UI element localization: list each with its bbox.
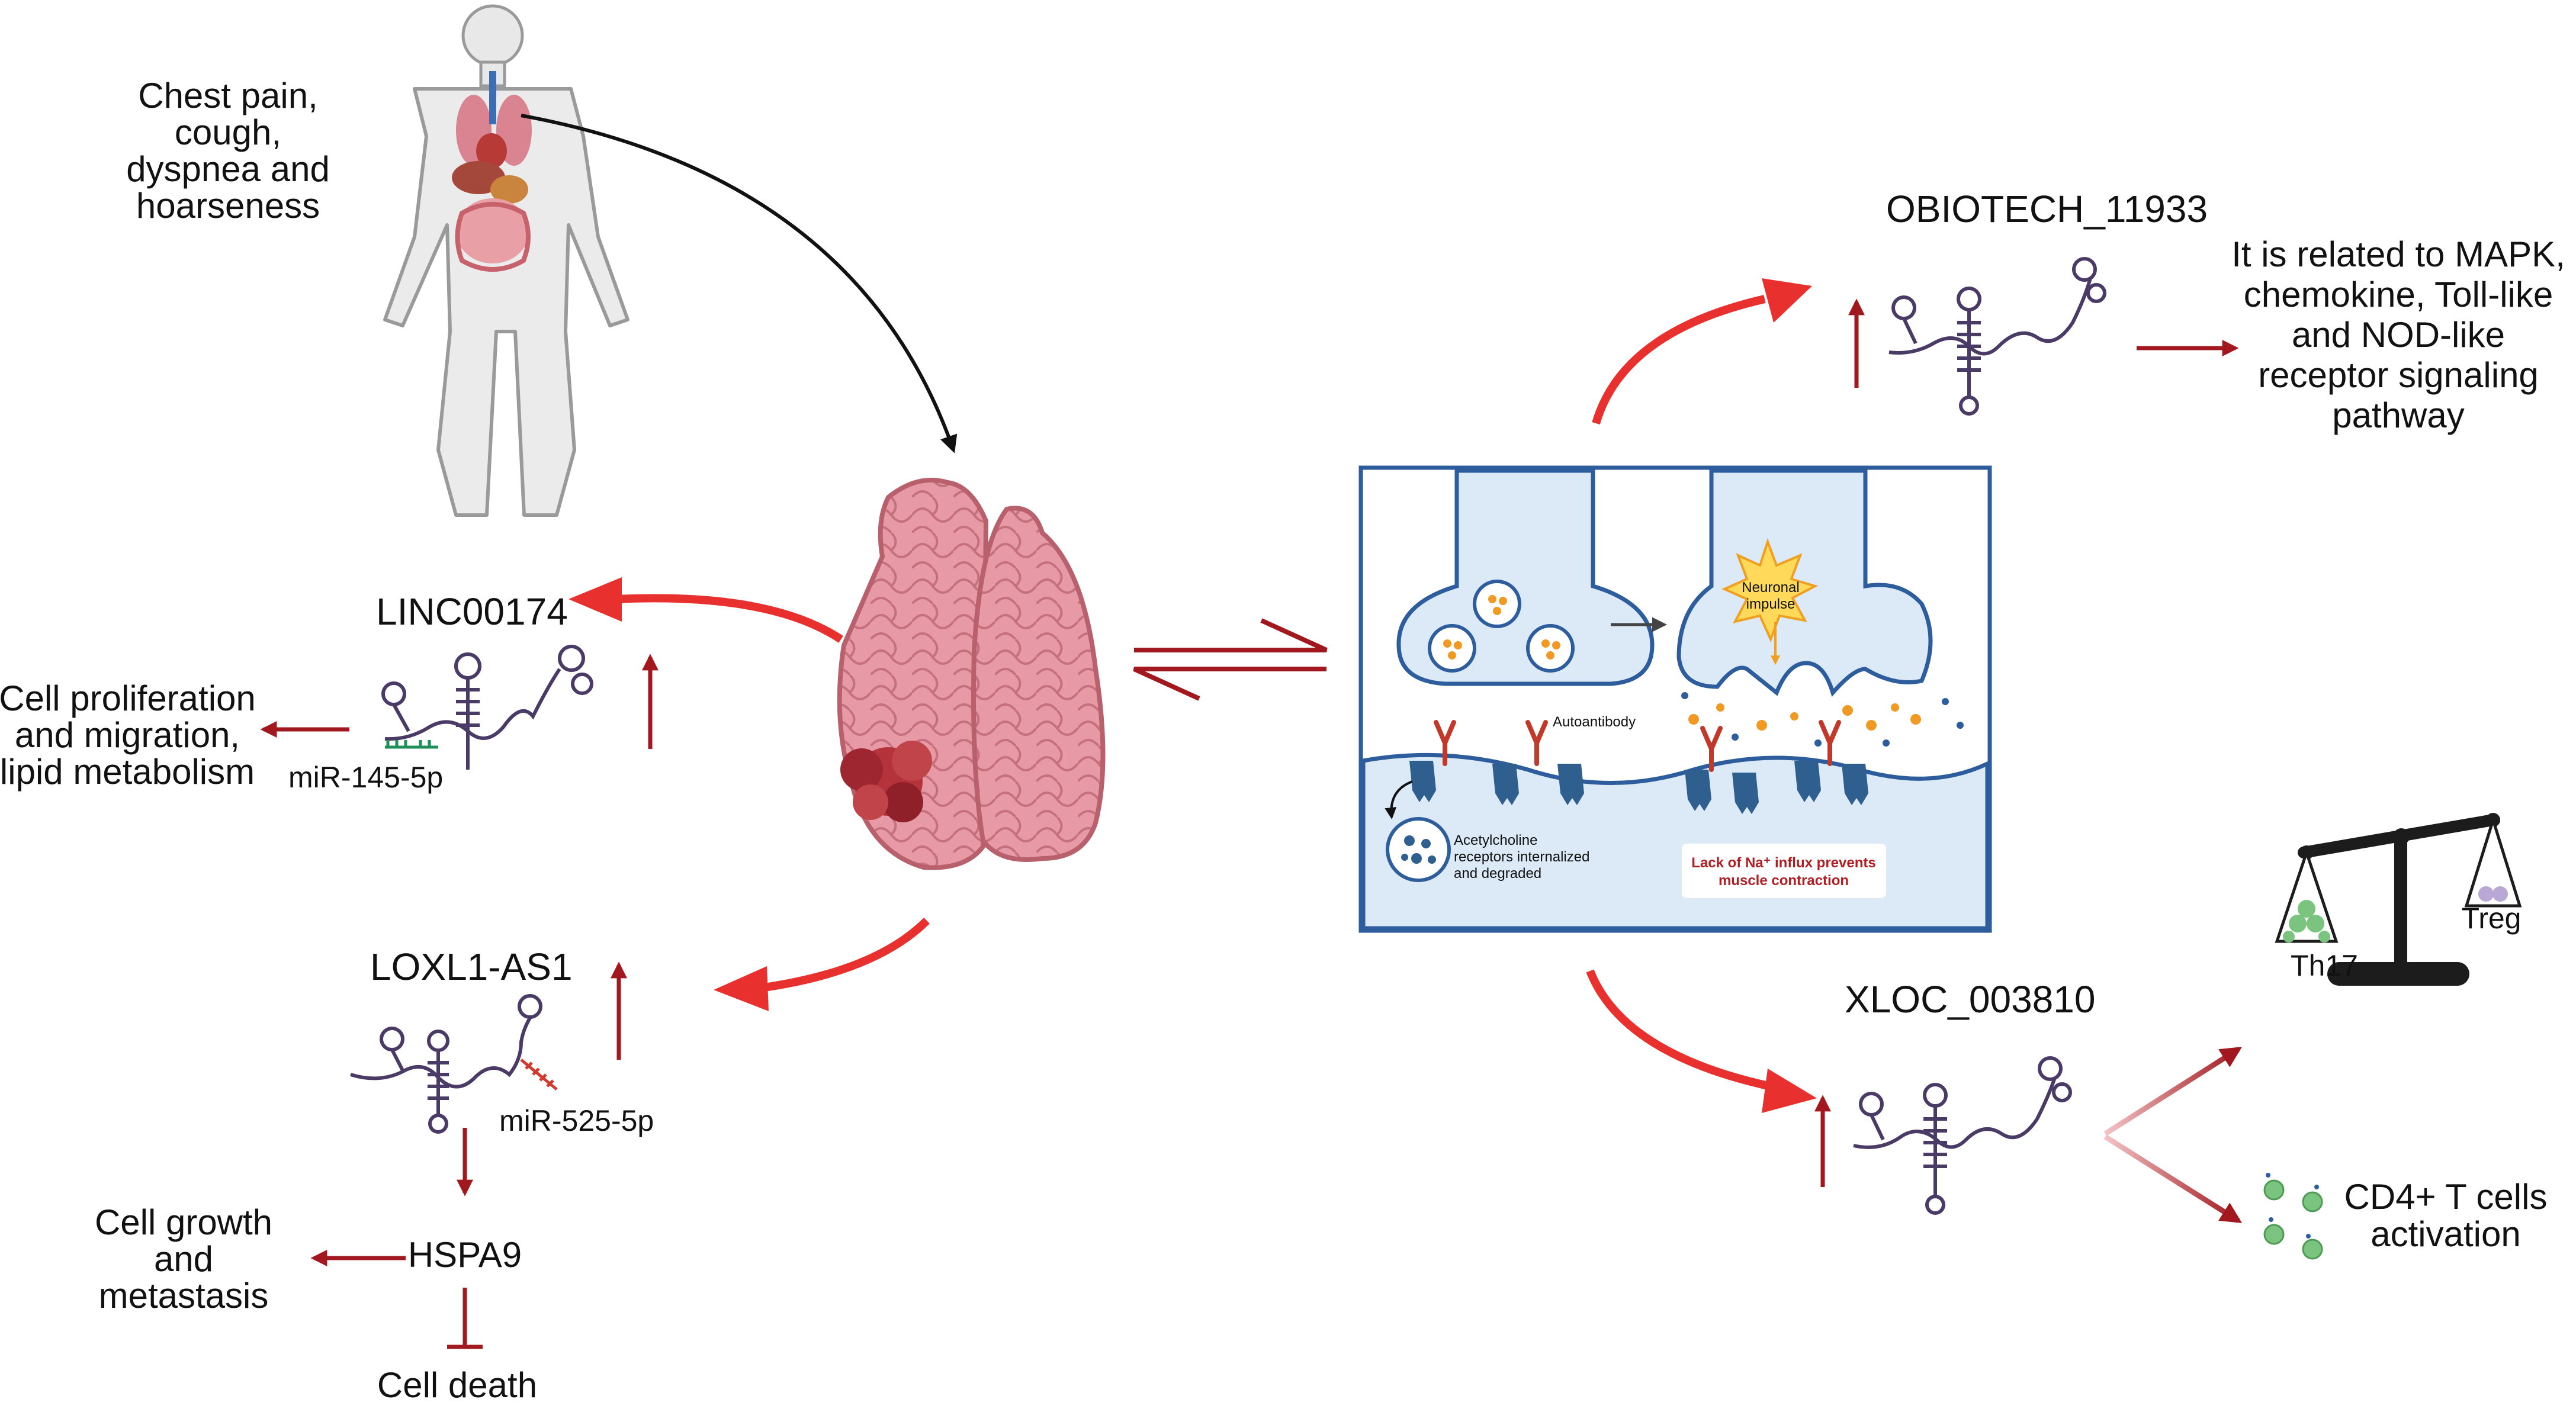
- outcome-line: Cell growth: [95, 1202, 272, 1242]
- acetylcholine-particles: [1681, 692, 1964, 747]
- lncrna-obiotech-icon: [1888, 257, 2106, 416]
- linc00174-arrowhead: [568, 577, 622, 622]
- na-line: Lack of Na⁺ influx prevents: [1691, 855, 1875, 871]
- thymus-illustration: [837, 477, 1106, 870]
- symptoms-text: Chest pain, cough, dyspnea and hoarsenes…: [126, 76, 330, 226]
- lncrna-linc00174-icon: [381, 645, 593, 770]
- th17-label: Th17: [2291, 949, 2358, 982]
- outcome-line: metastasis: [99, 1276, 269, 1315]
- outcome-line: and migration,: [15, 715, 240, 755]
- autoantibody-label: Autoantibody: [1553, 714, 1636, 730]
- symptom-line: dyspnea and: [126, 149, 330, 189]
- synaptic-vesicles: [1428, 580, 1575, 673]
- hspa9-inhibits-cell-death: [447, 1288, 483, 1349]
- xloc-to-cd4-arrow: [2103, 1134, 2243, 1223]
- receptor-line: receptors internalized: [1454, 849, 1589, 865]
- synapse-to-obiotech-arrow: [1592, 295, 1766, 424]
- receptor-line: Acetylcholine: [1454, 832, 1537, 848]
- loxl1-arrowhead: [714, 966, 769, 1011]
- receptors-and-autoantibodies: Autoantibody: [1409, 714, 1868, 814]
- symptom-line: hoarseness: [136, 186, 320, 226]
- obiotech-name: OBIOTECH_11933: [1886, 188, 2208, 230]
- tumor: [840, 741, 932, 822]
- symptom-line: Chest pain,: [138, 76, 318, 115]
- receptor-degradation-text: Acetylcholine receptors internalized and…: [1454, 832, 1589, 882]
- outcome-line: and NOD-like: [2292, 315, 2505, 355]
- na-influx-note: Lack of Na⁺ influx prevents muscle contr…: [1682, 844, 1886, 898]
- na-line: muscle contraction: [1719, 873, 1849, 889]
- mir145-icon: [385, 740, 438, 749]
- equilibrium-arrows: [1133, 618, 1328, 701]
- body-to-thymus-arrow: [521, 114, 958, 453]
- outcome-line: CD4+ T cells: [2344, 1177, 2548, 1217]
- hspa9-label: HSPA9: [408, 1235, 522, 1275]
- obiotech-arrowhead: [1762, 278, 1812, 323]
- cd4-outcome: CD4+ T cells activation: [2344, 1177, 2548, 1254]
- xloc-to-balance-arrow: [2103, 1047, 2243, 1136]
- outcome-line: chemokine, Toll-like: [2244, 275, 2553, 314]
- lncrna-xloc-icon: [1853, 1056, 2072, 1215]
- thymus-to-linc00174-arrow: [615, 594, 843, 643]
- human-body-illustration: [383, 4, 629, 517]
- mir525-label: miR-525-5p: [499, 1104, 654, 1137]
- xloc-name: XLOC_003810: [1845, 978, 2095, 1021]
- symptom-line: cough,: [175, 112, 281, 152]
- outcome-line: pathway: [2332, 395, 2464, 435]
- loxl1-outcome: Cell growth and metastasis: [95, 1202, 272, 1315]
- synapse-to-xloc-arrow: [1586, 969, 1772, 1091]
- receptor-line: and degraded: [1454, 866, 1541, 882]
- linc00174-name: LINC00174: [376, 590, 568, 633]
- endosome-degraded-receptors: [1386, 817, 1451, 882]
- obiotech-outcome: It is related to MAPK, chemokine, Toll-l…: [2231, 234, 2565, 435]
- cell-death-label: Cell death: [377, 1365, 537, 1405]
- treg-label: Treg: [2462, 902, 2522, 935]
- internalization-arrow: [1385, 780, 1413, 819]
- outcome-line: It is related to MAPK,: [2231, 234, 2565, 274]
- impulse-line: impulse: [1746, 596, 1796, 612]
- cd4-t-cells-icon: [2263, 1173, 2323, 1260]
- outcome-line: lipid metabolism: [0, 752, 255, 792]
- mir145-label: miR-145-5p: [288, 761, 443, 794]
- outcome-line: activation: [2371, 1214, 2520, 1254]
- neuronal-impulse-burst: Neuronal impulse: [1721, 538, 1819, 643]
- thymus-to-loxl1-arrow: [763, 918, 930, 992]
- outcome-line: Cell proliferation: [0, 678, 256, 718]
- impulse-line: Neuronal: [1742, 580, 1799, 596]
- mir525-icon: [520, 1059, 558, 1091]
- th17-treg-balance: Th17 Treg: [2275, 813, 2522, 986]
- linc00174-outcome: Cell proliferation and migration, lipid …: [0, 678, 256, 792]
- xloc-arrowhead: [1762, 1069, 1817, 1113]
- loxl1-name: LOXL1-AS1: [370, 945, 573, 988]
- outcome-line: and: [154, 1239, 213, 1279]
- lncrna-loxl1-icon: [350, 994, 542, 1134]
- outcome-line: receptor signaling: [2258, 355, 2539, 395]
